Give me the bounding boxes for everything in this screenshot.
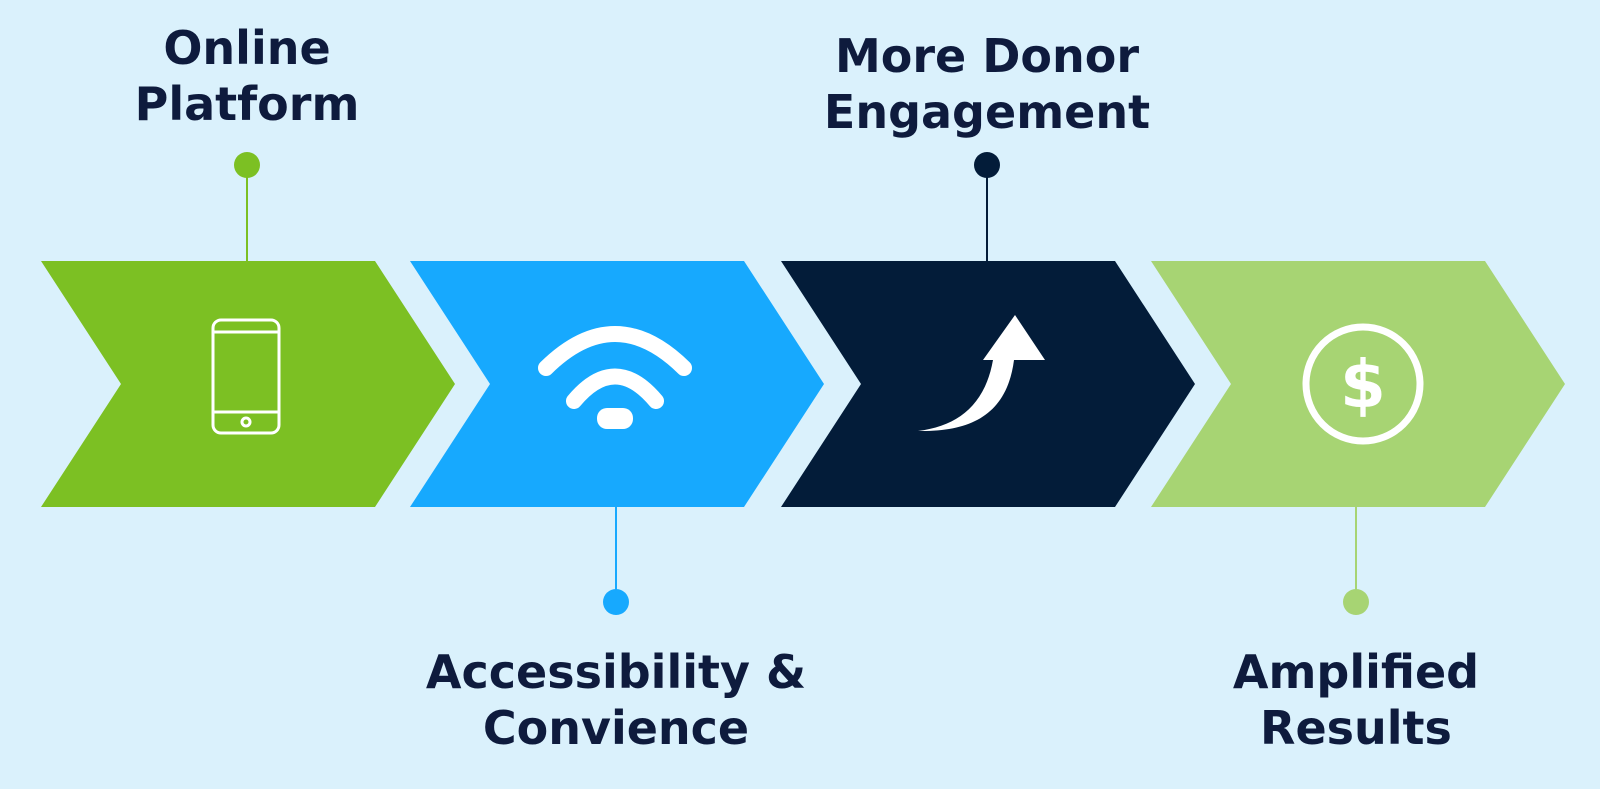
step-label-accessibility-convenience: Accessibility & Convience — [406, 644, 826, 756]
step-label-line: Amplified — [1232, 645, 1480, 699]
connector-dot-accessibility-convenience — [603, 589, 629, 615]
dollar-sign-glyph: $ — [1340, 346, 1386, 423]
dollar-coin-icon — [1302, 323, 1424, 445]
upward-curved-arrow-icon — [918, 315, 1045, 432]
connector-dot-more-donor-engagement — [974, 152, 1000, 178]
connector-dot-online-platform — [234, 152, 260, 178]
step-label-line: Online — [163, 21, 331, 75]
step-label-line: Convience — [482, 701, 750, 755]
chevron-amplified-results — [1151, 261, 1565, 507]
step-label-line: More Donor — [834, 29, 1140, 83]
wifi-dot-icon — [597, 408, 633, 429]
smartphone-icon — [211, 318, 281, 435]
step-label-line: Platform — [134, 77, 360, 131]
step-label-more-donor-engagement: More Donor Engagement — [777, 28, 1197, 140]
step-label-online-platform: Online Platform — [37, 20, 457, 132]
step-label-amplified-results: Amplified Results — [1146, 644, 1566, 756]
connector-dot-amplified-results — [1343, 589, 1369, 615]
step-label-line: Accessibility & — [425, 645, 807, 699]
step-label-line: Engagement — [823, 85, 1151, 139]
chevron-online-platform — [41, 261, 455, 507]
wifi-icon — [538, 326, 692, 409]
step-label-line: Results — [1260, 701, 1452, 755]
